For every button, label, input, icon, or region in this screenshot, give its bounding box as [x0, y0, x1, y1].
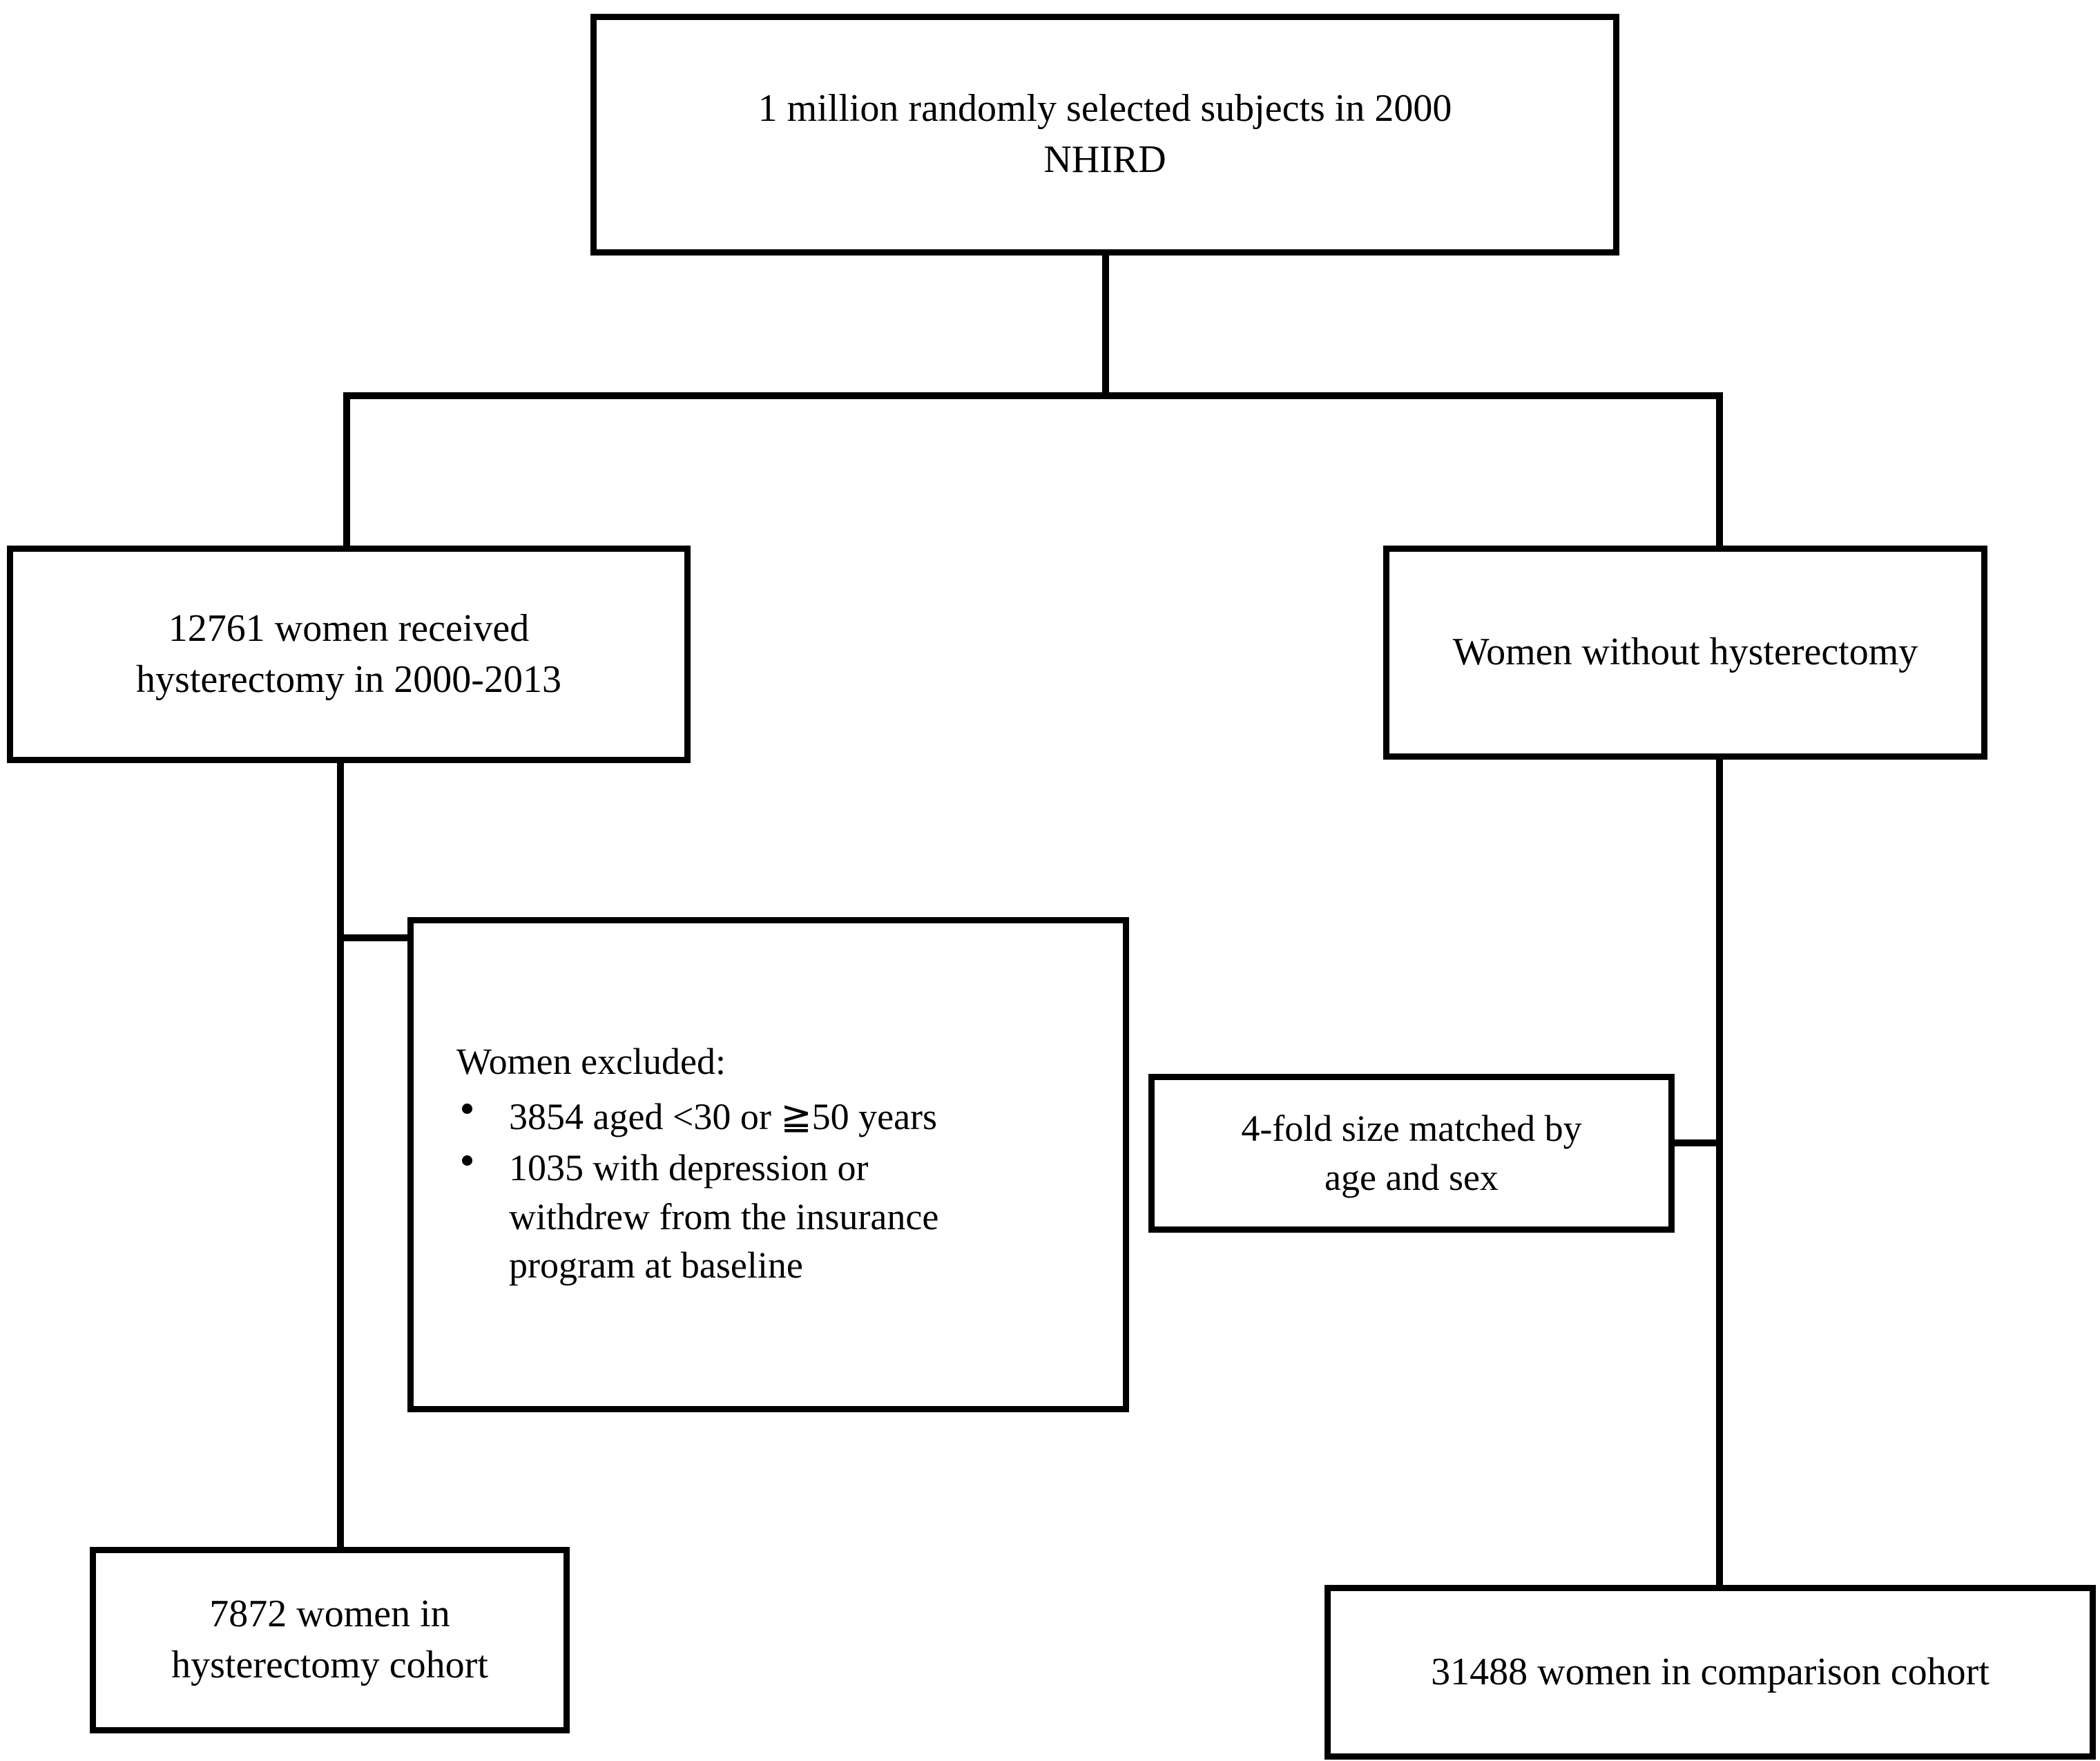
node-source-population-label: 1 million randomly selected subjects in … — [758, 87, 1452, 181]
node-no-hysterectomy-group: Women without hysterectomy — [1383, 546, 1987, 760]
list-item: 1035 with depression or withdrew from th… — [456, 1144, 1102, 1289]
node-source-population: 1 million randomly selected subjects in … — [590, 14, 1619, 256]
exclusion-list: 3854 aged <30 or ≧50 years 1035 with dep… — [456, 1093, 1102, 1289]
node-matching-rule: 4-fold size matched by age and sex — [1148, 1074, 1675, 1233]
node-hysterectomy-group: 12761 women received hysterectomy in 200… — [7, 546, 691, 763]
exclusion-item-text: 3854 aged <30 or ≧50 years — [509, 1096, 938, 1138]
node-matching-rule-label: 4-fold size matched by age and sex — [1241, 1107, 1582, 1198]
node-no-hysterectomy-group-label: Women without hysterectomy — [1452, 631, 1918, 674]
connector-branch-to-matched — [1668, 1139, 1720, 1146]
exclusion-item-text: 1035 with depression or withdrew from th… — [509, 1147, 939, 1286]
exclusion-title: Women excluded: — [456, 1041, 726, 1083]
connector-branch-to-excluded — [337, 934, 413, 941]
node-comparison-cohort-label: 31488 women in comparison cohort — [1431, 1650, 1990, 1693]
node-hysterectomy-group-label: 12761 women received hysterectomy in 200… — [136, 606, 561, 701]
connector-split-to-hysterectomy — [343, 392, 350, 550]
connector-split-to-no-hysterectomy — [1716, 392, 1723, 550]
connector-hysterectomy-to-cohort — [337, 760, 344, 1550]
connector-source-to-split — [1102, 250, 1109, 398]
list-item: 3854 aged <30 or ≧50 years — [456, 1093, 1102, 1141]
exclusion-content: Women excluded: 3854 aged <30 or ≧50 yea… — [414, 1037, 1123, 1292]
node-comparison-cohort: 31488 women in comparison cohort — [1324, 1585, 2096, 1760]
node-hysterectomy-cohort-label: 7872 women in hysterectomy cohort — [171, 1592, 488, 1686]
connector-split-horizontal — [343, 392, 1723, 399]
bullet-icon — [462, 1104, 472, 1115]
node-hysterectomy-cohort: 7872 women in hysterectomy cohort — [90, 1547, 570, 1733]
connector-no-hysterectomy-to-comparison — [1716, 756, 1723, 1589]
node-exclusion-criteria: Women excluded: 3854 aged <30 or ≧50 yea… — [407, 917, 1129, 1412]
bullet-icon — [462, 1155, 472, 1166]
